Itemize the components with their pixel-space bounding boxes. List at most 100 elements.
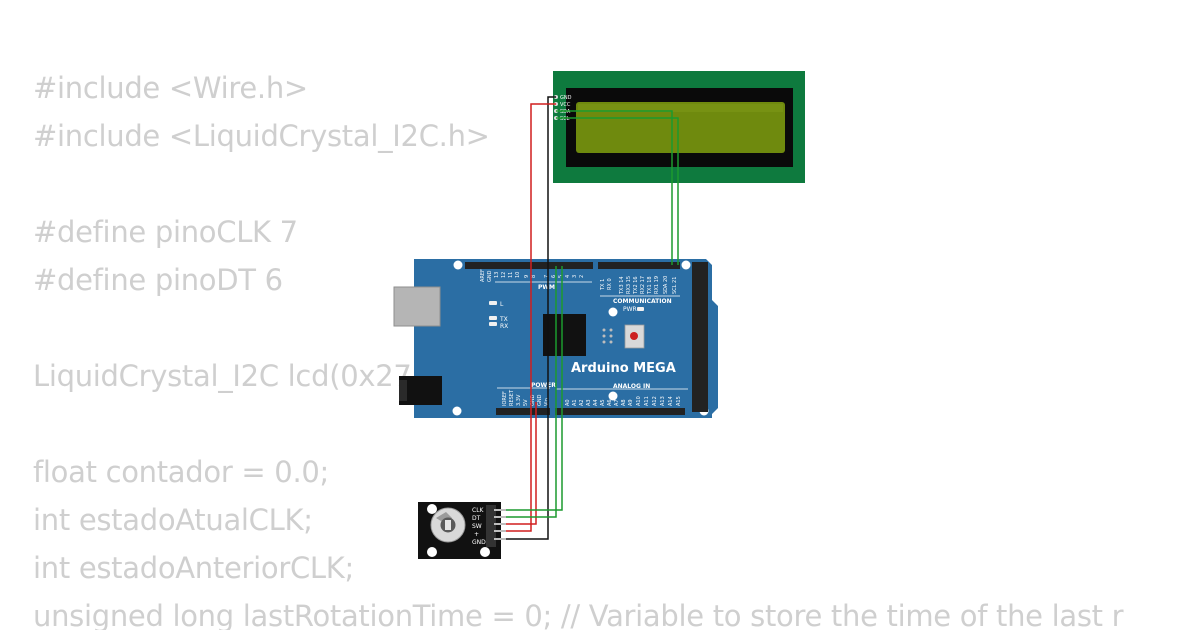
wire-vcc-lcd[interactable] [506,103,556,532]
svg-text:RX: RX [500,323,508,330]
code-line: #define pinoCLK 7 [33,215,298,249]
pin-label: A15 [676,396,682,406]
arduino-mega-board[interactable]: AREF GND 13 12 11 10 9 8 7 6 5 4 3 2 TX … [393,259,718,418]
pin-label: 13 [494,272,500,278]
led-l [489,301,497,305]
wire-gnd[interactable] [506,96,556,540]
pin-label: SCL 21 [672,277,678,294]
svg-text:PWR: PWR [623,306,637,313]
pin-label: A9 [628,399,634,406]
pin-label: AREF [480,269,486,282]
pin-label: A8 [621,399,627,406]
rotary-encoder-module[interactable]: CLK DT SW + GND [418,502,506,559]
code-line: #define pinoDT 6 [33,263,283,297]
wire-sda[interactable] [556,110,673,265]
pin-label: A6 [607,399,613,406]
encoder-pin-label: DT [472,515,481,522]
pin-label: TX1 18 [647,276,653,295]
code-line: int estadoAtualCLK; [33,503,313,537]
pin-label: A10 [636,396,642,406]
pin-label: IOREF [502,391,508,406]
pin-label: 4 [565,275,571,278]
lcd-pin-label: GND [560,95,572,101]
pin-label: A7 [614,399,620,406]
pin-label: RX2 17 [640,276,646,294]
mounting-hole [427,504,437,514]
mounting-hole [452,406,462,416]
pin-label: A2 [579,399,585,406]
power-label: POWER [531,382,556,389]
lcd-screen [576,102,785,153]
pin-label: A13 [660,396,666,406]
reset-button-cap [630,332,638,340]
encoder-pin-label: GND [472,539,486,546]
wire-5v[interactable] [506,402,537,525]
wire-scl[interactable] [556,117,679,265]
power-header [496,408,550,415]
pin-label: RX 0 [607,278,613,290]
wire-clk[interactable] [506,266,563,511]
microcontroller-chip [543,314,586,356]
pin-label: 12 [501,272,507,278]
pin-label: 3.3V [516,394,522,406]
mounting-hole [453,260,463,270]
encoder-pin-label: SW [472,523,482,530]
mounting-hole [480,547,490,557]
mounting-hole [608,391,618,401]
pin-label: A11 [644,396,650,406]
code-line: unsigned long lastRotationTime = 0; // V… [33,599,1124,630]
lcd-pin-label: SDA [560,109,571,115]
code-line: #include <Wire.h> [33,71,308,105]
pin-label: A1 [572,399,578,406]
led-tx [489,316,497,320]
pin-label: A0 [565,399,571,406]
pin-label: 9 [524,275,530,278]
pin-label: 5V [523,399,529,406]
led-rx [489,322,497,326]
pin-label: SDA 20 [663,276,669,294]
wires [506,96,679,540]
svg-text:TX: TX [499,316,508,323]
pin-label: 10 [515,272,521,278]
pin-label: TX2 16 [633,276,639,295]
pin-label: 6 [551,275,557,278]
code-line: #include <LiquidCrystal_I2C.h> [33,119,490,153]
pin-label: A4 [593,399,599,406]
pwm-label: PWM [538,284,555,291]
code-line: int estadoAnteriorCLK; [33,551,354,585]
mounting-hole [427,547,437,557]
usb-port [393,286,441,327]
comm-header [598,262,680,269]
pin-label: RX3 15 [626,276,632,294]
wire-dt[interactable] [506,266,557,518]
pin-label: 3 [572,275,578,278]
pin-label: Vin [544,398,550,406]
lcd-pin-label: VCC [560,102,571,108]
pin-label: GND [537,394,543,406]
pin-label: 5 [558,275,564,278]
pin-label: A14 [668,396,674,406]
pin-label: TX 1 [600,279,606,291]
encoder-pin-label: CLK [472,507,485,514]
pin-label: 2 [579,275,585,278]
svg-text:L: L [500,301,504,308]
pin-label: A5 [600,399,606,406]
pin-label: A12 [652,396,658,406]
icsp-header [602,328,613,344]
analog-header [555,408,685,415]
pin-label: 7 [544,275,550,278]
pin-label: RX1 19 [654,276,660,294]
code-line: LiquidCrystal_I2C lcd(0x27 [33,359,412,393]
pin-label: GND [530,394,536,406]
pin-label: RESET [509,389,515,406]
code-line: float contador = 0.0; [33,455,329,489]
encoder-pin-label: + [474,531,479,538]
board-name: Arduino MEGA [571,361,676,376]
lcd-pin-label: SCL [560,116,570,122]
double-header [692,262,708,412]
pin-label: TX3 14 [619,276,625,295]
pin-label: 8 [531,275,537,278]
lcd-module[interactable]: GND VCC SDA SCL [553,71,805,183]
led-pwr [637,307,644,311]
